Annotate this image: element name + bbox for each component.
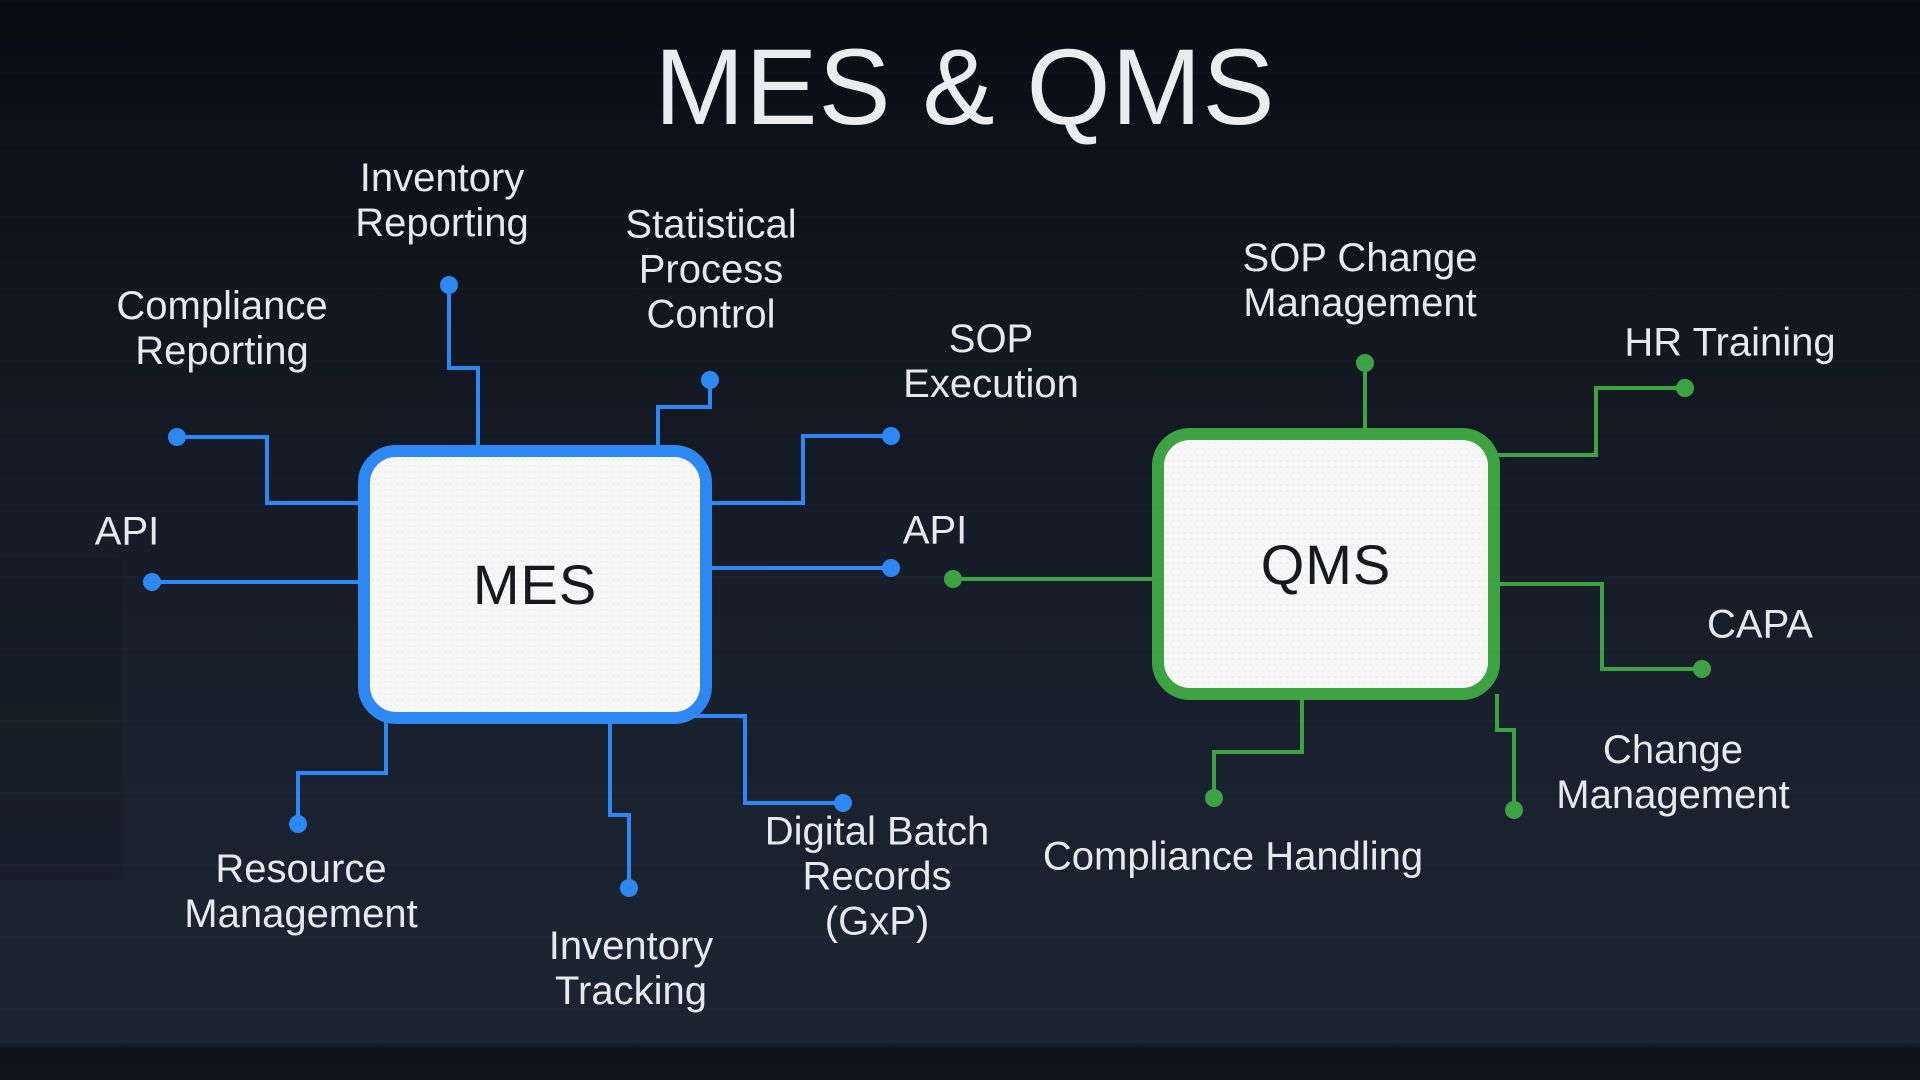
statistical-process-control-connector bbox=[656, 380, 712, 451]
change-management-connector bbox=[1495, 694, 1516, 810]
api-mes-dot bbox=[143, 573, 161, 591]
left-edge-panel bbox=[0, 558, 123, 880]
page-title: MES & QMS bbox=[654, 26, 1276, 147]
compliance-handling-connector bbox=[1212, 694, 1304, 798]
statistical-process-control-label-line-2: Process bbox=[638, 247, 784, 292]
compliance-handling-label: Compliance Handling bbox=[1043, 835, 1423, 880]
capa-dot bbox=[1693, 660, 1711, 678]
inventory-tracking-dot bbox=[620, 879, 638, 897]
statistical-process-control-dot bbox=[701, 371, 719, 389]
compliance-reporting-label-line-1: Compliance bbox=[116, 284, 328, 328]
qms-node: QMS bbox=[1152, 428, 1500, 700]
api-qms-dot bbox=[944, 570, 962, 588]
api-shared-dot bbox=[882, 559, 900, 577]
resource-management-dot bbox=[289, 815, 307, 833]
hr-training-label-line-1: HR Training bbox=[1624, 320, 1836, 365]
hr-training-connector bbox=[1494, 386, 1685, 457]
api-mes-label: API bbox=[95, 510, 159, 555]
digital-batch-records-connector bbox=[676, 714, 843, 805]
inventory-reporting-label-line-1: Inventory bbox=[359, 156, 525, 200]
compliance-reporting-connector bbox=[177, 435, 364, 505]
hr-training-dot bbox=[1676, 379, 1694, 397]
mes-node: MES bbox=[358, 445, 712, 724]
change-management-label-line-2: Management bbox=[1556, 773, 1790, 817]
inventory-reporting-dot bbox=[440, 276, 458, 294]
sop-change-management-dot bbox=[1356, 354, 1374, 372]
capa-connector bbox=[1494, 582, 1702, 671]
sop-execution-dot bbox=[882, 427, 900, 445]
digital-batch-records-label-line-2: Records bbox=[802, 854, 952, 899]
sop-change-management-label-line-2: Management bbox=[1243, 281, 1477, 325]
change-management-label-line-1: Change bbox=[1602, 728, 1744, 772]
api-mes-label-line-1: API bbox=[94, 509, 160, 554]
compliance-reporting-dot bbox=[168, 428, 186, 446]
mes-node-label: MES bbox=[472, 553, 598, 616]
change-management-dot bbox=[1505, 801, 1523, 819]
capa-label: CAPA bbox=[1707, 603, 1813, 648]
resource-management-label-line-1: Resource bbox=[215, 847, 387, 891]
compliance-handling-label-line-1: Compliance Handling bbox=[1042, 834, 1424, 879]
inventory-tracking-label-line-1: Inventory bbox=[548, 924, 714, 968]
hr-training-label: HR Training bbox=[1624, 321, 1835, 366]
api-shared-label-line-1: API bbox=[902, 508, 968, 553]
digital-batch-records-dot bbox=[834, 794, 852, 812]
inventory-reporting-label-line-2: Reporting bbox=[355, 201, 529, 245]
sop-execution-connector bbox=[706, 434, 891, 505]
inventory-reporting-connector bbox=[447, 285, 480, 451]
sop-change-management-label-line-1: SOP Change bbox=[1242, 236, 1478, 280]
sop-execution-label-line-1: SOP bbox=[948, 317, 1034, 361]
inventory-tracking-connector bbox=[608, 718, 631, 888]
api-shared-label: API bbox=[903, 509, 967, 554]
capa-label-line-1: CAPA bbox=[1707, 602, 1813, 647]
inventory-tracking-label-line-2: Tracking bbox=[555, 969, 707, 1013]
resource-management-connector bbox=[296, 718, 388, 824]
compliance-reporting-label-line-2: Reporting bbox=[135, 329, 309, 373]
sop-execution-label-line-2: Execution bbox=[903, 362, 1079, 406]
digital-batch-records-label-line-3: (GxP) bbox=[824, 899, 930, 944]
qms-node-label: QMS bbox=[1260, 532, 1392, 596]
resource-management-label-line-2: Management bbox=[184, 892, 418, 936]
statistical-process-control-label-line-1: Statistical bbox=[625, 202, 797, 247]
compliance-handling-dot bbox=[1205, 789, 1223, 807]
statistical-process-control-label-line-3: Control bbox=[646, 292, 776, 337]
digital-batch-records-label-line-1: Digital Batch bbox=[764, 809, 990, 854]
